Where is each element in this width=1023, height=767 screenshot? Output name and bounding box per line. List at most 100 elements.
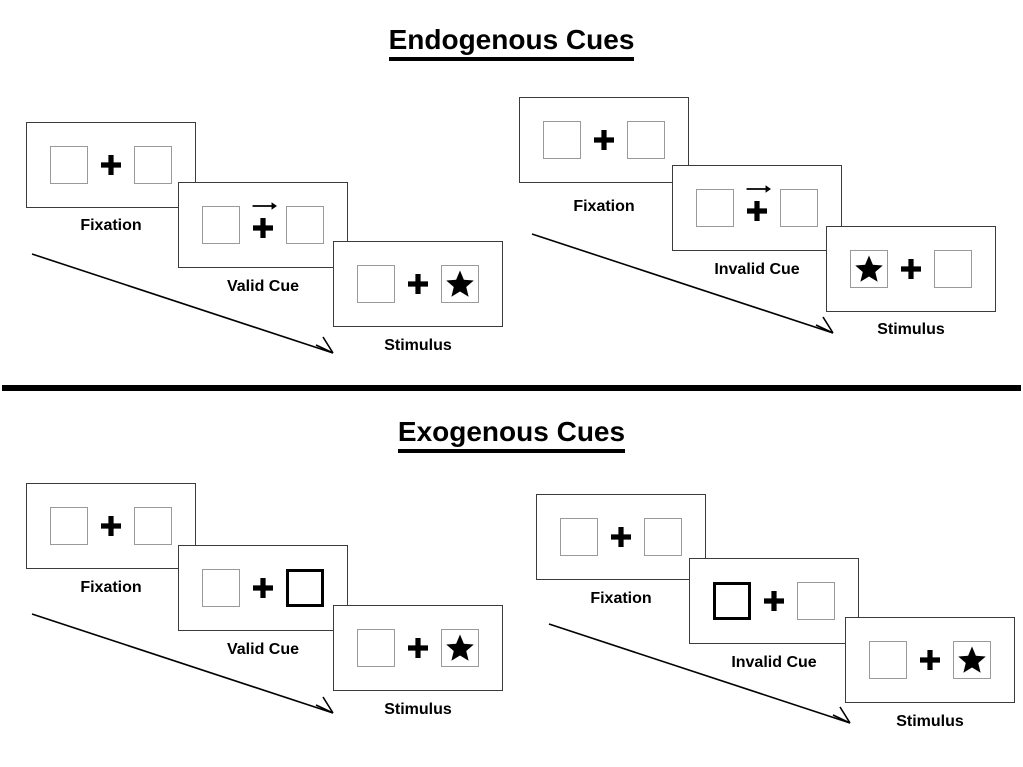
- stimulus-row: [696, 185, 818, 231]
- caption-endogenous-invalid-stimulus: Stimulus: [877, 321, 945, 338]
- fixation-center: [240, 565, 286, 611]
- placeholder-box-right: [627, 121, 665, 159]
- star-icon: [855, 255, 883, 282]
- placeholder-box-left: [560, 518, 598, 556]
- fixation-center: [395, 261, 441, 307]
- panel-exogenous-valid-cue: [178, 545, 348, 631]
- fixation-center: [751, 578, 797, 624]
- fixation-center: [598, 514, 644, 560]
- placeholder-box-right: [644, 518, 682, 556]
- panel-endogenous-valid-cue: [178, 182, 348, 268]
- panel-content: [827, 227, 995, 311]
- caption-endogenous-valid-cue: Valid Cue: [226, 278, 300, 295]
- placeholder-box-right: [934, 250, 972, 288]
- arrow-right-icon: [746, 185, 771, 193]
- fixation-center: [395, 625, 441, 671]
- caption-exogenous-valid-cue: Valid Cue: [226, 641, 300, 658]
- placeholder-box-left: [869, 641, 907, 679]
- placeholder-box-left: [357, 265, 395, 303]
- placeholder-box-left: [696, 189, 734, 227]
- placeholder-box-right: [134, 146, 172, 184]
- stimulus-row: [560, 514, 682, 560]
- placeholder-box-left: [357, 629, 395, 667]
- panel-exogenous-invalid-stimulus: [845, 617, 1015, 703]
- fixation-center: [88, 503, 134, 549]
- panel-endogenous-invalid-fixation: [519, 97, 689, 183]
- panel-endogenous-valid-stimulus: [333, 241, 503, 327]
- panel-content: [27, 123, 195, 207]
- stimulus-row: [869, 637, 991, 683]
- plus-icon: [101, 516, 121, 536]
- placeholder-box-right: [780, 189, 818, 227]
- panel-content: [537, 495, 705, 579]
- panel-exogenous-invalid-fixation: [536, 494, 706, 580]
- target-box-left: [850, 250, 888, 288]
- plus-icon: [253, 218, 273, 238]
- panel-endogenous-invalid-cue: [672, 165, 842, 251]
- plus-icon: [920, 650, 940, 670]
- caption-exogenous-invalid-stimulus: Stimulus: [896, 713, 964, 730]
- plus-icon: [611, 527, 631, 547]
- section-title-endogenous: Endogenous Cues: [0, 24, 1023, 61]
- stimulus-row: [543, 117, 665, 163]
- stimulus-row: [357, 261, 479, 307]
- section-divider: [2, 385, 1021, 391]
- placeholder-box-left: [50, 146, 88, 184]
- placeholder-box-left: [543, 121, 581, 159]
- caption-endogenous-invalid-fixation: Fixation: [573, 198, 635, 215]
- placeholder-box-right: [134, 507, 172, 545]
- stimulus-row: [202, 565, 324, 611]
- placeholder-box-right: [797, 582, 835, 620]
- fixation-center: [88, 142, 134, 188]
- plus-icon: [901, 259, 921, 279]
- caption-exogenous-valid-stimulus: Stimulus: [384, 701, 452, 718]
- star-icon: [446, 634, 474, 661]
- cued-box-left: [713, 582, 751, 620]
- panel-endogenous-invalid-stimulus: [826, 226, 996, 312]
- stimulus-row: [50, 503, 172, 549]
- plus-icon: [408, 638, 428, 658]
- plus-icon: [594, 130, 614, 150]
- placeholder-box-right: [286, 206, 324, 244]
- fixation-center: [907, 637, 953, 683]
- panel-exogenous-valid-fixation: [26, 483, 196, 569]
- star-icon: [446, 270, 474, 297]
- panel-content: [334, 606, 502, 690]
- plus-icon: [408, 274, 428, 294]
- arrow-right-icon: [252, 202, 277, 210]
- stimulus-row: [850, 246, 972, 292]
- target-box-right: [953, 641, 991, 679]
- panel-content: [179, 546, 347, 630]
- caption-endogenous-valid-fixation: Fixation: [80, 217, 142, 234]
- plus-icon: [764, 591, 784, 611]
- panel-content: [673, 166, 841, 250]
- placeholder-box-left: [202, 569, 240, 607]
- stimulus-row: [713, 578, 835, 624]
- caption-exogenous-valid-fixation: Fixation: [80, 579, 142, 596]
- caption-endogenous-invalid-cue: Invalid Cue: [714, 261, 800, 278]
- stimulus-row: [202, 202, 324, 248]
- panel-content: [520, 98, 688, 182]
- plus-icon: [747, 201, 767, 221]
- panel-content: [179, 183, 347, 267]
- fixation-center: [581, 117, 627, 163]
- stimulus-row: [50, 142, 172, 188]
- placeholder-box-left: [50, 507, 88, 545]
- panel-content: [690, 559, 858, 643]
- panel-exogenous-invalid-cue: [689, 558, 859, 644]
- panel-exogenous-valid-stimulus: [333, 605, 503, 691]
- fixation-center: [734, 185, 780, 231]
- panel-endogenous-valid-fixation: [26, 122, 196, 208]
- fixation-center: [240, 202, 286, 248]
- plus-icon: [101, 155, 121, 175]
- caption-exogenous-invalid-fixation: Fixation: [590, 590, 652, 607]
- target-box-right: [441, 265, 479, 303]
- cued-box-right: [286, 569, 324, 607]
- section-title-endogenous-text: Endogenous Cues: [388, 24, 635, 61]
- section-title-exogenous: Exogenous Cues: [0, 416, 1023, 453]
- panel-content: [334, 242, 502, 326]
- star-icon: [958, 646, 986, 673]
- target-box-right: [441, 629, 479, 667]
- fixation-center: [888, 246, 934, 292]
- panel-content: [27, 484, 195, 568]
